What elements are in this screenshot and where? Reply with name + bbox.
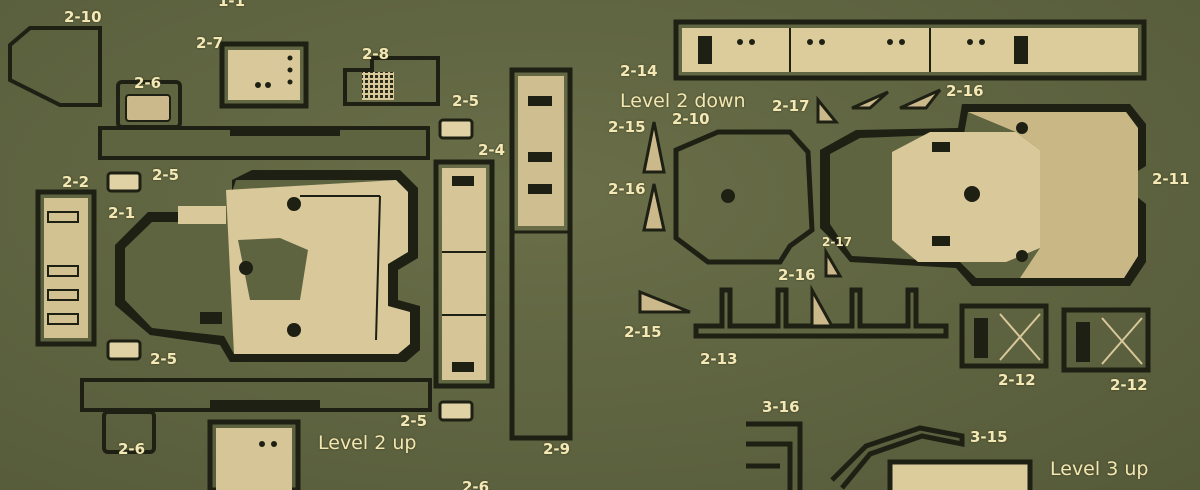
label-2-17-b: 2-17 xyxy=(822,235,853,249)
part-2-16-c xyxy=(810,284,835,328)
label-2-10-right: 2-10 xyxy=(672,110,710,128)
label-2-1: 2-1 xyxy=(108,204,136,222)
label-2-14: 2-14 xyxy=(620,62,658,80)
part-2-6-bottom xyxy=(102,410,156,454)
part-2-10-left xyxy=(8,26,102,107)
part-2-14 xyxy=(673,19,1147,81)
label-2-9: 2-9 xyxy=(543,440,571,458)
label-2-16-b: 2-16 xyxy=(608,180,646,198)
part-3-16 xyxy=(746,421,803,490)
label-2-12-b: 2-12 xyxy=(1110,376,1148,394)
label-2-7: 2-7 xyxy=(196,34,224,52)
part-2-12-b xyxy=(1061,307,1151,373)
label-2-15-b: 2-15 xyxy=(624,323,662,341)
strip-top xyxy=(98,126,430,160)
part-2-5-b xyxy=(106,171,142,193)
heading-level-3-up: Level 3 up xyxy=(1050,458,1149,480)
part-2-12-a xyxy=(959,303,1049,369)
plate-bottom-right xyxy=(887,459,1033,490)
part-2-5-d xyxy=(438,400,474,422)
label-1-1: 1-1 xyxy=(218,0,246,10)
label-2-12-a: 2-12 xyxy=(998,371,1036,389)
part-2-17-b xyxy=(824,246,843,278)
strip-bottom xyxy=(80,378,432,412)
part-3-15 xyxy=(830,425,965,490)
label-2-5-a: 2-5 xyxy=(452,92,480,110)
part-2-2 xyxy=(35,189,97,347)
part-2-15-a xyxy=(642,121,666,174)
part-2-1 xyxy=(115,170,420,362)
label-2-2: 2-2 xyxy=(62,173,90,191)
label-2-6-top: 2-6 xyxy=(134,74,162,92)
heading-level-2-down: Level 2 down xyxy=(620,90,746,112)
label-2-10-left: 2-10 xyxy=(64,8,102,26)
label-2-6-bottom: 2-6 xyxy=(118,440,146,458)
part-2-5-a xyxy=(438,118,474,140)
label-2-17-a: 2-17 xyxy=(772,97,810,115)
heading-level-2-up: Level 2 up xyxy=(318,432,417,454)
part-2-15-b xyxy=(638,289,691,314)
part-2-8 xyxy=(343,56,440,106)
label-2-6-cut: 2-6 xyxy=(462,478,490,490)
label-2-5-d: 2-5 xyxy=(400,412,428,430)
label-2-4: 2-4 xyxy=(478,141,506,159)
part-2-9 xyxy=(509,67,573,441)
label-3-15: 3-15 xyxy=(970,428,1008,446)
label-2-5-b: 2-5 xyxy=(152,166,180,184)
label-2-11: 2-11 xyxy=(1152,170,1190,188)
label-2-13: 2-13 xyxy=(700,350,738,368)
label-2-5-c: 2-5 xyxy=(150,350,178,368)
part-2-10-right xyxy=(673,129,815,265)
part-2-16-b xyxy=(642,183,666,232)
part-2-4 xyxy=(433,159,495,389)
plate-bottom xyxy=(207,419,301,490)
part-2-17-a xyxy=(816,95,840,124)
part-2-5-c xyxy=(106,339,142,361)
label-3-16: 3-16 xyxy=(762,398,800,416)
label-2-16-c: 2-16 xyxy=(778,266,816,284)
part-2-13 xyxy=(693,287,949,339)
part-2-11 xyxy=(820,104,1146,286)
part-2-16-a1 xyxy=(851,90,889,110)
part-2-7 xyxy=(219,41,309,109)
label-2-15-a: 2-15 xyxy=(608,118,646,136)
label-2-16-a: 2-16 xyxy=(946,82,984,100)
label-2-8: 2-8 xyxy=(362,45,390,63)
part-2-16-a2 xyxy=(899,88,942,110)
